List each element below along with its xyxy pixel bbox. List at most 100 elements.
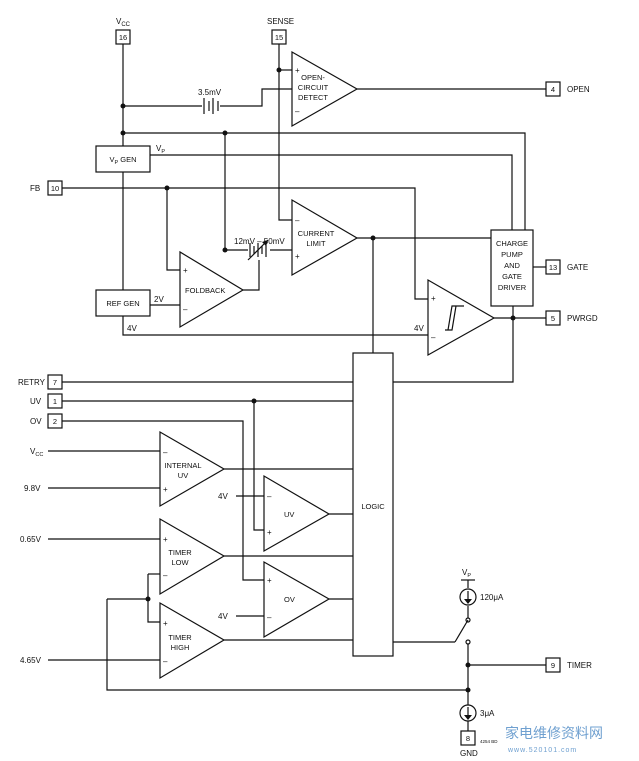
- current-source-3ua: 3μA: [459, 704, 495, 722]
- pin-retry-label: RETRY: [18, 378, 46, 387]
- watermark-url: www.520101.com: [507, 747, 577, 754]
- foldback-minus-sign: –: [183, 305, 188, 314]
- ref-4v-label: 4V: [127, 324, 137, 333]
- ov-4v-label: 4V: [218, 612, 228, 621]
- open-circuit-line1: OPEN-: [301, 73, 325, 82]
- pin-open-label: OPEN: [567, 85, 590, 94]
- pin-timer-number: 9: [551, 661, 555, 670]
- uv-4v-label: 4V: [218, 492, 228, 501]
- uv-comparator: – + UV 4V: [218, 474, 331, 553]
- uv-comp-label: UV: [284, 510, 294, 519]
- pwrgd-minus-sign: –: [431, 333, 436, 342]
- ov-comp-minus-sign: –: [267, 613, 272, 622]
- timer-low-plus-sign: +: [163, 535, 168, 544]
- internal-uv-minus-sign: –: [163, 448, 168, 457]
- uv-comp-plus-sign: +: [267, 528, 272, 537]
- pin-ov: 2 OV: [30, 413, 63, 429]
- current-limit-line2: LIMIT: [306, 239, 326, 248]
- vp-supply-symbol: VP: [461, 568, 475, 581]
- pin-sense: 15 SENSE: [267, 17, 294, 45]
- pwrgd-comparator: + – 4V: [414, 278, 496, 357]
- pin-open-number: 4: [551, 85, 555, 94]
- pin-fb: 10 FB: [30, 180, 63, 196]
- charge-pump-line4: GATE: [502, 272, 522, 281]
- pin-gnd-number: 8: [466, 734, 470, 743]
- pin-retry: 7 RETRY: [18, 374, 63, 390]
- ov-comparator: + – OV 4V: [218, 560, 331, 639]
- pin-gate-number: 13: [549, 263, 557, 272]
- pin-gnd: 8 GND: [460, 730, 478, 758]
- timer-high-plus-sign: +: [163, 619, 168, 628]
- timer-high-line2: HIGH: [171, 643, 190, 652]
- watermark-chars: 家电维修资料网: [505, 725, 603, 742]
- charge-pump-gate-driver: CHARGE PUMP AND GATE DRIVER: [490, 229, 534, 307]
- open-minus-sign: –: [295, 107, 300, 116]
- open-circuit-detect-comparator: + – OPEN- CIRCUIT DETECT: [291, 50, 359, 128]
- pin-gnd-label: GND: [460, 749, 478, 758]
- pin-gate: 13 GATE: [545, 259, 588, 275]
- pin-fb-number: 10: [51, 184, 59, 193]
- current-limit-line1: CURRENT: [298, 229, 335, 238]
- pin-timer: 9 TIMER: [545, 657, 592, 673]
- foldback-plus-sign: +: [183, 266, 188, 275]
- pwrgd-plus-sign: +: [431, 294, 436, 303]
- ref-gen-block: REF GEN 2V 4V: [95, 289, 164, 333]
- variable-offset-source: 12mV – 50mV: [234, 237, 285, 261]
- current-limit-plus-sign: +: [295, 252, 300, 261]
- pin-uv-label: UV: [30, 397, 42, 406]
- charge-pump-line2: PUMP: [501, 250, 523, 259]
- charge-pump-line1: CHARGE: [496, 239, 528, 248]
- pin-sense-label: SENSE: [267, 17, 294, 26]
- pin-fb-label: FB: [30, 184, 40, 193]
- ov-comp-label: OV: [284, 595, 295, 604]
- logic-label: LOGIC: [361, 502, 385, 511]
- timer-low-minus-sign: –: [163, 571, 168, 580]
- uv-comp-minus-sign: –: [267, 492, 272, 501]
- pin-uv-number: 1: [53, 397, 57, 406]
- range-label: 12mV – 50mV: [234, 237, 285, 246]
- pwrgd-4v-label: 4V: [414, 324, 424, 333]
- pin-pwrgd-number: 5: [551, 314, 555, 323]
- vp-gen-block: VP GEN VP: [95, 144, 165, 173]
- pin-open: 4 OPEN: [545, 81, 590, 97]
- open-circuit-line2: CIRCUIT: [298, 83, 329, 92]
- ref-4-65v-label: 4.65V: [20, 656, 42, 665]
- pin-ov-number: 2: [53, 417, 57, 426]
- watermark: 家电维修资料网 www.520101.com: [505, 725, 603, 754]
- pin-vcc-label: VCC: [116, 17, 131, 28]
- junction-dots: [120, 67, 516, 693]
- pin-pwrgd-label: PWRGD: [567, 314, 598, 323]
- open-plus-sign: +: [295, 66, 300, 75]
- ov-comp-plus-sign: +: [267, 576, 272, 585]
- timer-high-comparator: + – TIMER HIGH 4.65V: [20, 601, 226, 680]
- wires: [48, 44, 546, 731]
- logic-block: LOGIC: [352, 352, 394, 657]
- pin-uv: 1 UV: [30, 393, 63, 409]
- vp-supply-label: VP: [462, 568, 471, 579]
- hysteresis-icon: [445, 305, 464, 331]
- pin-retry-number: 7: [53, 378, 57, 387]
- part-code: 4254 BD: [480, 739, 498, 744]
- timer-switch: [454, 617, 471, 645]
- ref-gen-label: REF GEN: [106, 299, 139, 308]
- offset-label: 3.5mV: [198, 88, 222, 97]
- i120-label: 120μA: [480, 593, 504, 602]
- ref-0-65v-label: 0.65V: [20, 535, 42, 544]
- internal-uv-line2: UV: [178, 471, 188, 480]
- pin-ov-label: OV: [30, 417, 42, 426]
- timer-low-line2: LOW: [171, 558, 189, 567]
- open-circuit-line3: DETECT: [298, 93, 328, 102]
- charge-pump-line5: DRIVER: [498, 283, 527, 292]
- pin-vcc-number: 16: [119, 33, 127, 42]
- pin-timer-label: TIMER: [567, 661, 592, 670]
- current-limit-minus-sign: –: [295, 216, 300, 225]
- charge-pump-line3: AND: [504, 261, 520, 270]
- vp-gen-label: VP GEN: [109, 155, 136, 166]
- i3-label: 3μA: [480, 709, 495, 718]
- pin-pwrgd: 5 PWRGD: [545, 310, 598, 326]
- ref-9-8v-label: 9.8V: [24, 484, 41, 493]
- current-limit-amplifier: – + CURRENT LIMIT: [291, 198, 359, 277]
- pin-sense-number: 15: [275, 33, 283, 42]
- vp-output-label: VP: [156, 144, 165, 155]
